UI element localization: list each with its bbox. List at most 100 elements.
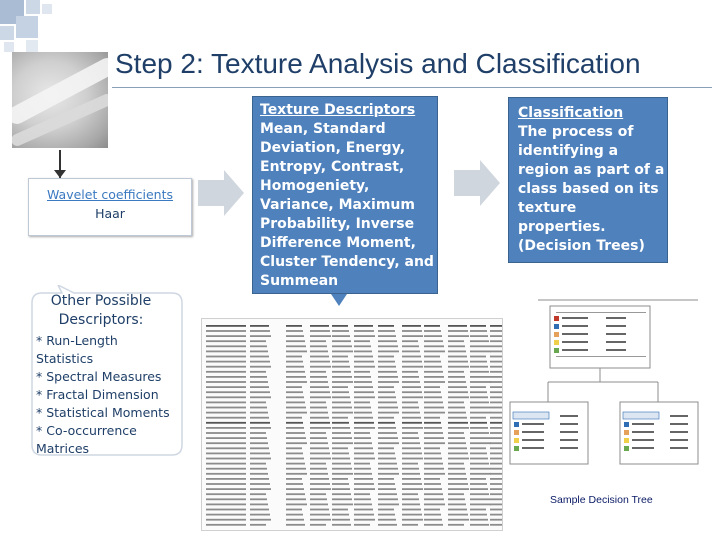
table-row-graphic	[206, 432, 502, 434]
table-cell-mark	[402, 345, 419, 348]
table-cell-mark	[490, 462, 502, 465]
table-cell-mark	[490, 472, 502, 475]
tree-highlight	[622, 411, 660, 420]
table-row-graphic	[206, 472, 502, 475]
table-cell-mark	[448, 401, 464, 404]
table-row-graphic	[206, 447, 502, 450]
table-cell-mark	[206, 406, 246, 409]
wavelet-sublabel: Haar	[95, 206, 125, 221]
table-cell-mark	[424, 513, 441, 516]
table-cell-mark	[286, 381, 307, 383]
table-cell-mark	[490, 488, 502, 490]
table-row-graphic	[206, 493, 502, 496]
table-cell-mark	[206, 355, 246, 358]
tree-text-mark	[606, 349, 626, 351]
chevron-arrow-icon	[198, 170, 244, 216]
table-cell-mark	[490, 523, 502, 526]
table-cell-mark	[332, 416, 348, 419]
table-cell-mark	[332, 396, 350, 399]
table-cell-mark	[448, 523, 464, 526]
table-row-graphic	[206, 355, 502, 358]
table-cell-mark	[310, 488, 331, 490]
table-cell-mark	[378, 340, 397, 343]
table-cell-mark	[354, 325, 373, 327]
table-cell-mark	[286, 330, 303, 332]
table-cell-mark	[402, 416, 421, 419]
table-cell-mark	[490, 330, 502, 332]
table-cell-mark	[490, 376, 502, 378]
table-cell-mark	[448, 508, 467, 511]
table-cell-mark	[250, 376, 267, 378]
table-cell-mark	[286, 513, 303, 516]
table-cell-mark	[332, 518, 350, 521]
table-cell-mark	[378, 391, 395, 394]
table-cell-mark	[448, 345, 465, 348]
table-cell-mark	[250, 330, 270, 332]
tree-legend-swatch	[514, 438, 519, 443]
texture-descriptors-box: Texture Descriptors Mean, Standard Devia…	[252, 96, 438, 294]
table-cell-mark	[250, 370, 266, 373]
table-cell-mark	[490, 365, 502, 368]
table-cell-mark	[378, 518, 396, 521]
table-cell-mark	[424, 493, 443, 496]
table-cell-mark	[490, 396, 502, 399]
down-pointer-icon	[331, 294, 347, 306]
table-cell-mark	[490, 340, 502, 343]
table-cell-mark	[424, 386, 440, 388]
table-cell-mark	[250, 452, 270, 455]
table-cell-mark	[470, 462, 489, 465]
table-cell-mark	[354, 406, 371, 409]
table-cell-mark	[402, 396, 423, 399]
table-cell-mark	[354, 432, 370, 434]
list-item: * Statistical Moments	[36, 405, 170, 420]
table-cell-mark	[354, 330, 374, 332]
table-cell-mark	[354, 335, 375, 337]
table-cell-mark	[490, 406, 502, 409]
table-cell-mark	[490, 437, 502, 439]
table-cell-mark	[378, 350, 399, 353]
tree-legend-swatch	[624, 422, 629, 427]
table-cell-mark	[250, 355, 269, 358]
table-cell-mark	[250, 406, 267, 409]
table-cell-mark	[250, 381, 268, 383]
table-cell-mark	[470, 478, 486, 480]
table-cell-mark	[332, 421, 349, 424]
table-row-graphic	[206, 478, 502, 480]
classification-body: The process of identifying a region as p…	[518, 124, 665, 254]
table-cell-mark	[470, 411, 491, 414]
table-cell-mark	[490, 386, 502, 388]
table-cell-mark	[354, 483, 374, 485]
data-table-image	[201, 318, 503, 531]
table-row-graphic	[206, 467, 502, 470]
table-cell-mark	[378, 432, 397, 434]
table-cell-mark	[448, 457, 469, 460]
table-cell-mark	[310, 401, 326, 404]
table-cell-mark	[402, 447, 421, 450]
table-cell-mark	[310, 350, 328, 353]
tree-text-mark	[670, 415, 688, 417]
table-cell-mark	[310, 457, 331, 460]
table-row-graphic	[206, 411, 502, 414]
table-cell-mark	[286, 498, 306, 501]
table-row-graphic	[206, 523, 502, 526]
table-cell-mark	[332, 467, 352, 470]
table-cell-mark	[448, 381, 466, 383]
slide-title: Step 2: Texture Analysis and Classificat…	[115, 48, 641, 79]
table-cell-mark	[206, 421, 246, 424]
table-cell-mark	[402, 498, 419, 501]
table-cell-mark	[206, 442, 246, 445]
table-cell-mark	[310, 478, 329, 480]
table-cell-mark	[286, 462, 305, 465]
table-cell-mark	[332, 503, 353, 506]
table-cell-mark	[286, 493, 305, 496]
tree-text-mark	[632, 423, 654, 425]
table-cell-mark	[354, 391, 374, 394]
table-cell-mark	[448, 498, 465, 501]
table-cell-mark	[250, 478, 269, 480]
table-cell-mark	[310, 493, 326, 496]
table-cell-mark	[470, 498, 490, 501]
table-cell-mark	[286, 457, 304, 460]
table-row-graphic	[206, 330, 502, 332]
tree-legend-swatch	[624, 438, 629, 443]
